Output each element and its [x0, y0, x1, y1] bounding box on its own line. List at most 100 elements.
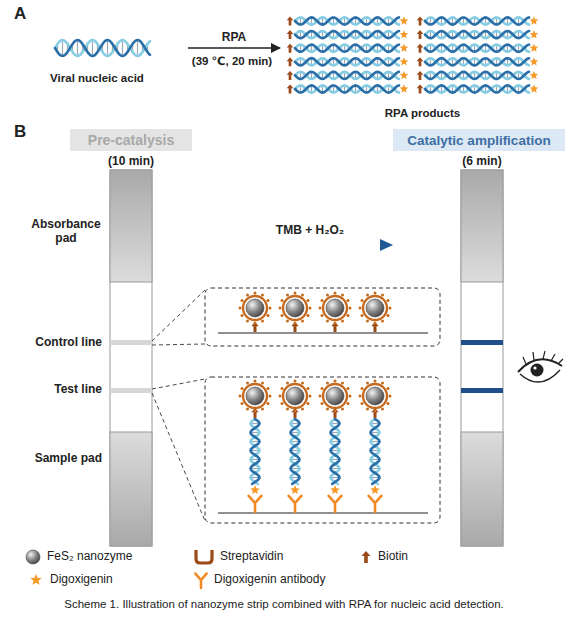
- biotin-symbol: [417, 85, 424, 94]
- test-line: [461, 388, 503, 393]
- dna-strand: [295, 58, 399, 65]
- base-pair: [137, 41, 138, 55]
- dna-strand: [251, 419, 260, 484]
- dna-strand: [331, 419, 340, 484]
- streptavidin-dot: [286, 382, 289, 385]
- streptavidin-dot: [294, 292, 297, 295]
- membrane-line: [218, 332, 428, 333]
- base-pair: [496, 72, 497, 78]
- dna-strand: [295, 85, 399, 92]
- base-pair: [507, 72, 508, 78]
- digoxigenin-symbol: [530, 57, 539, 65]
- base-pair: [507, 32, 508, 38]
- base-pair: [355, 45, 356, 51]
- base-pair: [107, 41, 108, 55]
- streptavidin-dot: [281, 387, 284, 390]
- base-pair: [388, 59, 389, 65]
- base-pair: [463, 18, 464, 24]
- base-pair: [344, 72, 345, 78]
- streptavidin-dot: [346, 299, 349, 302]
- base-pair: [485, 45, 486, 51]
- dna-strand: [295, 31, 399, 38]
- streptavidin-dot: [254, 292, 257, 295]
- base-pair: [322, 59, 323, 65]
- base-pair: [507, 45, 508, 51]
- fes2-nanozyme: [366, 387, 384, 405]
- dna-strand: [425, 31, 529, 38]
- streptavidin-shell: [363, 296, 387, 320]
- base-pair: [322, 72, 323, 78]
- dna-helix: [425, 58, 529, 65]
- base-pair: [333, 32, 334, 38]
- streptavidin-dot: [386, 387, 389, 390]
- base-pair: [474, 45, 475, 51]
- base-pair: [344, 18, 345, 24]
- streptavidin-dot: [254, 322, 257, 325]
- test-strip: [461, 170, 503, 546]
- base-pair: [344, 86, 345, 92]
- streptavidin-dot: [386, 299, 389, 302]
- fes2-nanozyme: [286, 387, 304, 405]
- biotin-symbol: [287, 85, 294, 94]
- base-pair: [322, 32, 323, 38]
- base-pair: [371, 432, 379, 433]
- streptavidin-dot: [341, 319, 344, 322]
- sample-pad: [110, 432, 152, 546]
- base-pair: [355, 72, 356, 78]
- antibody-symbol: [195, 574, 206, 588]
- time-label: (6 min): [432, 155, 532, 169]
- base-pair: [291, 441, 299, 442]
- antibody-symbol: [289, 496, 302, 512]
- streptavidin-dot: [326, 319, 329, 322]
- biotin-symbol: [417, 71, 424, 80]
- digoxigenin-symbol: [30, 574, 41, 585]
- node-title: Viral nucleic acid: [50, 72, 144, 84]
- streptavidin-dot: [349, 395, 352, 398]
- streptavidin-dot: [281, 402, 284, 405]
- antibody-symbol: [249, 496, 262, 512]
- base-pair: [366, 18, 367, 24]
- dna-strand: [291, 419, 300, 484]
- biotin-symbol: [331, 322, 339, 332]
- control-line: [110, 340, 152, 345]
- streptavidin-dot: [374, 292, 377, 295]
- base-pair: [441, 59, 442, 65]
- base-pair: [333, 86, 334, 92]
- streptavidin-dot: [254, 410, 257, 413]
- streptavidin-dot: [366, 407, 369, 410]
- streptavidin-dot: [321, 402, 324, 405]
- base-pair: [322, 45, 323, 51]
- base-pair: [430, 72, 431, 78]
- base-pair: [518, 18, 519, 24]
- base-pair: [388, 86, 389, 92]
- streptavidin-dot: [306, 387, 309, 390]
- streptavidin-dot: [346, 314, 349, 317]
- streptavidin-dot: [319, 395, 322, 398]
- reagent-label: TMB + H₂O₂: [240, 224, 380, 238]
- streptavidin-dot: [334, 380, 337, 383]
- base-pair: [430, 18, 431, 24]
- base-pair: [355, 18, 356, 24]
- base-pair: [474, 59, 475, 65]
- fes2-nanozyme: [366, 299, 384, 317]
- base-pair: [300, 86, 301, 92]
- illustration-group: Viral nucleic acid: [6, 26, 188, 84]
- base-pair: [291, 423, 299, 424]
- base-pair: [366, 45, 367, 51]
- base-pair: [430, 59, 431, 65]
- test-strip: [110, 170, 152, 546]
- base-pair: [291, 459, 299, 460]
- biotin-symbol: [417, 30, 424, 39]
- base-pair: [331, 459, 339, 460]
- streptavidin-dot: [361, 387, 364, 390]
- base-pair: [371, 441, 379, 442]
- biotin-symbol: [417, 17, 424, 26]
- base-pair: [344, 59, 345, 65]
- base-pair: [474, 72, 475, 78]
- streptavidin-dot: [266, 299, 269, 302]
- streptavidin-dot: [346, 387, 349, 390]
- base-pair: [463, 45, 464, 51]
- dna-helix: [425, 17, 529, 24]
- biotin-symbol: [251, 322, 259, 332]
